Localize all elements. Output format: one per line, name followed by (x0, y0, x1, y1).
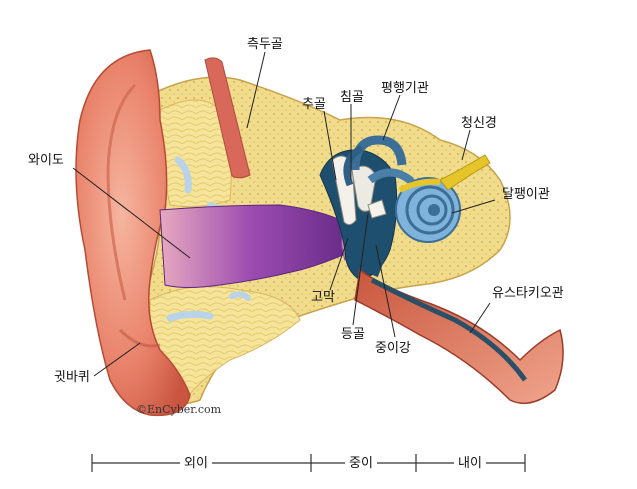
label-malleus: 추골 (302, 97, 326, 112)
section-bracket (91, 454, 526, 472)
auditory-nerve-shape (439, 154, 491, 191)
label-ear-canal: 와이도 (28, 153, 64, 168)
label-eustachian-tube: 유스타키오관 (492, 286, 564, 301)
label-auditory-nerve: 청신경 (461, 116, 497, 131)
auricle (75, 49, 191, 417)
label-eardrum: 고막 (311, 290, 335, 305)
muscle-stripe (204, 57, 251, 179)
section-inner-ear: 내이 (454, 457, 486, 470)
credit-text: ©EnCyber.com (136, 403, 222, 416)
label-incus: 침골 (340, 90, 364, 105)
label-stapes: 등골 (341, 327, 365, 342)
label-semicircular-canals: 평행기관 (381, 81, 429, 96)
semicircular-canal-3 (343, 144, 364, 187)
section-outer-ear: 외이 (180, 457, 212, 470)
section-middle-ear: 중이 (345, 457, 377, 470)
ear-canal-shape (159, 204, 366, 288)
eustachian-tube-shape (354, 268, 564, 405)
leader-lines (72, 51, 496, 377)
cochlea-shape (395, 177, 461, 243)
label-auricle: 귓바퀴 (54, 370, 90, 385)
label-squamous-bone: 측두골 (247, 37, 283, 52)
label-cochlea: 달팽이관 (502, 187, 550, 202)
stapes-shape (367, 199, 387, 219)
label-tympanic-cavity: 중이강 (375, 341, 411, 356)
